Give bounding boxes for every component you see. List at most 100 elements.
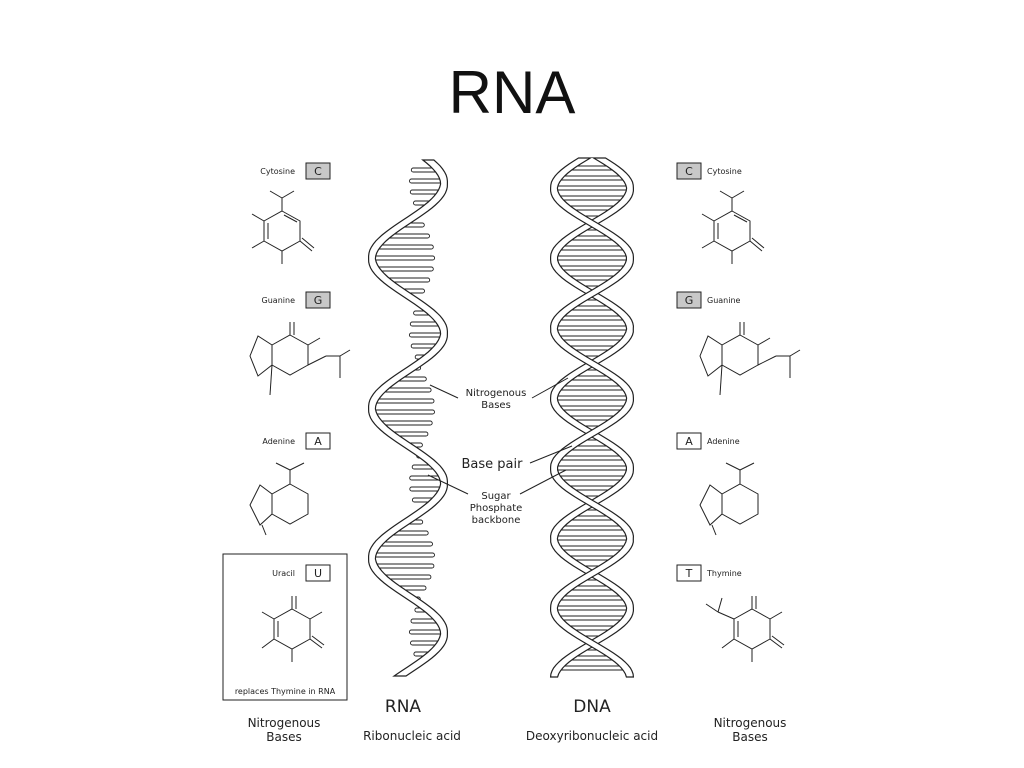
rna-base [375,244,434,250]
rna-sublabel: Ribonucleic acid [363,729,461,743]
dna-base-pair [556,615,628,621]
thymine-structure [705,596,785,662]
left-uracil-letter: U [314,567,322,580]
right-cytosine-letter-box [676,162,702,180]
rna-base [371,255,436,261]
rna-base [373,563,435,569]
pointer-nitrogenous-right [531,377,569,399]
dna-backbone-strand-2 [549,157,635,678]
rna-backbone-strand [368,159,448,677]
dna-label: DNA [573,697,611,717]
right-caption-line2: Bases [732,730,767,744]
adenine-structure [249,462,309,536]
annotation-nitrogenous-line1: Nitrogenous [466,388,527,399]
right-adenine-name: Adenine [707,437,740,446]
right-adenine-structure [699,462,759,536]
dna-base-pair [557,665,627,671]
left-uracil-name: Uracil [272,569,295,578]
rna-base [372,409,435,415]
uracil-frame [222,553,348,701]
uracil-note: replaces Thymine in RNA [235,687,336,696]
rna-base [408,629,445,635]
dna-base-pair [557,315,627,321]
dna-base-pair [556,265,628,271]
right-cytosine: C Cytosine [676,162,765,264]
left-cytosine-letter: C [314,165,322,178]
left-guanine-letter-box [305,291,331,309]
rna-base [408,332,445,338]
dna-base-pair [556,475,628,481]
cytosine-structure [251,190,315,264]
rna-base [373,398,435,404]
right-cytosine-structure [701,190,765,264]
right-thymine-name: Thymine [706,569,742,578]
left-guanine-letter: G [314,294,323,307]
right-guanine-name: Guanine [707,296,741,305]
right-adenine: A Adenine [676,432,759,536]
dna-base-pair [557,245,627,251]
dna-helix [549,157,635,678]
rna-base [375,266,434,272]
uracil-structure [261,596,325,662]
dna-sublabel: Deoxyribonucleic acid [526,729,658,743]
dna-base-pair [553,325,631,331]
left-cytosine-letter-box [305,162,331,180]
annotation-backbone-line3: backbone [472,515,521,526]
left-guanine-name: Guanine [262,296,296,305]
rna-label: RNA [385,697,422,717]
annotation-backbone-line2: Phosphate [470,503,523,514]
rna-helix [368,159,448,677]
left-cytosine-name: Cytosine [260,167,295,176]
left-guanine: Guanine G [249,291,351,396]
left-uracil-letter-box [305,564,331,582]
dna-base-pair [557,385,627,391]
left-cytosine: Cytosine C [251,162,331,264]
dna-base-pair [553,395,631,401]
dna-base-pair [557,525,627,531]
left-adenine-name: Adenine [262,437,295,446]
right-guanine-letter-box [676,291,702,309]
dna-base-pair [556,405,628,411]
rna-base [371,552,435,558]
annotation-backbone-line1: Sugar [481,491,511,502]
pointer-backbone-left [427,474,469,495]
left-adenine-letter: A [314,435,322,448]
rna-base [378,420,433,426]
left-adenine: Adenine A [249,432,331,536]
left-uracil: Uracil U replaces Thymine in RNA [222,553,348,701]
annotation-base-pair: Base pair [462,457,524,472]
dna-base-pair [553,185,631,191]
dna-base-pair [553,255,631,261]
dna-base-pair [553,605,631,611]
slide-title: RNA [448,59,576,126]
dna-base-pair [557,175,627,181]
annotations: Nitrogenous Bases Base pair Sugar Phosph… [427,377,573,526]
right-guanine: G Guanine [676,291,801,396]
right-guanine-structure [699,322,801,396]
dna-base-pair [556,335,628,341]
dna-base-pair [553,465,631,471]
right-cytosine-letter: C [685,165,693,178]
rna-base [409,178,445,184]
left-caption-line2: Bases [266,730,301,744]
pointer-backbone-right [519,469,567,495]
rna-base [377,541,433,547]
right-caption-line1: Nitrogenous [714,716,787,730]
left-caption-line1: Nitrogenous [248,716,321,730]
right-thymine-letter-box [676,564,702,582]
pointer-nitrogenous-left [429,384,459,399]
right-adenine-letter: A [685,435,693,448]
guanine-structure [249,322,351,396]
right-cytosine-name: Cytosine [707,167,742,176]
left-adenine-letter-box [305,432,331,450]
dna-base-pair [553,535,631,541]
annotation-nitrogenous-line2: Bases [481,400,511,411]
dna-base-pair [556,195,628,201]
right-thymine-letter: T [685,567,693,580]
right-guanine-letter: G [685,294,694,307]
pointer-base-pair [529,445,573,464]
right-thymine: T Thymine [676,564,785,662]
dna-base-pair [557,595,627,601]
